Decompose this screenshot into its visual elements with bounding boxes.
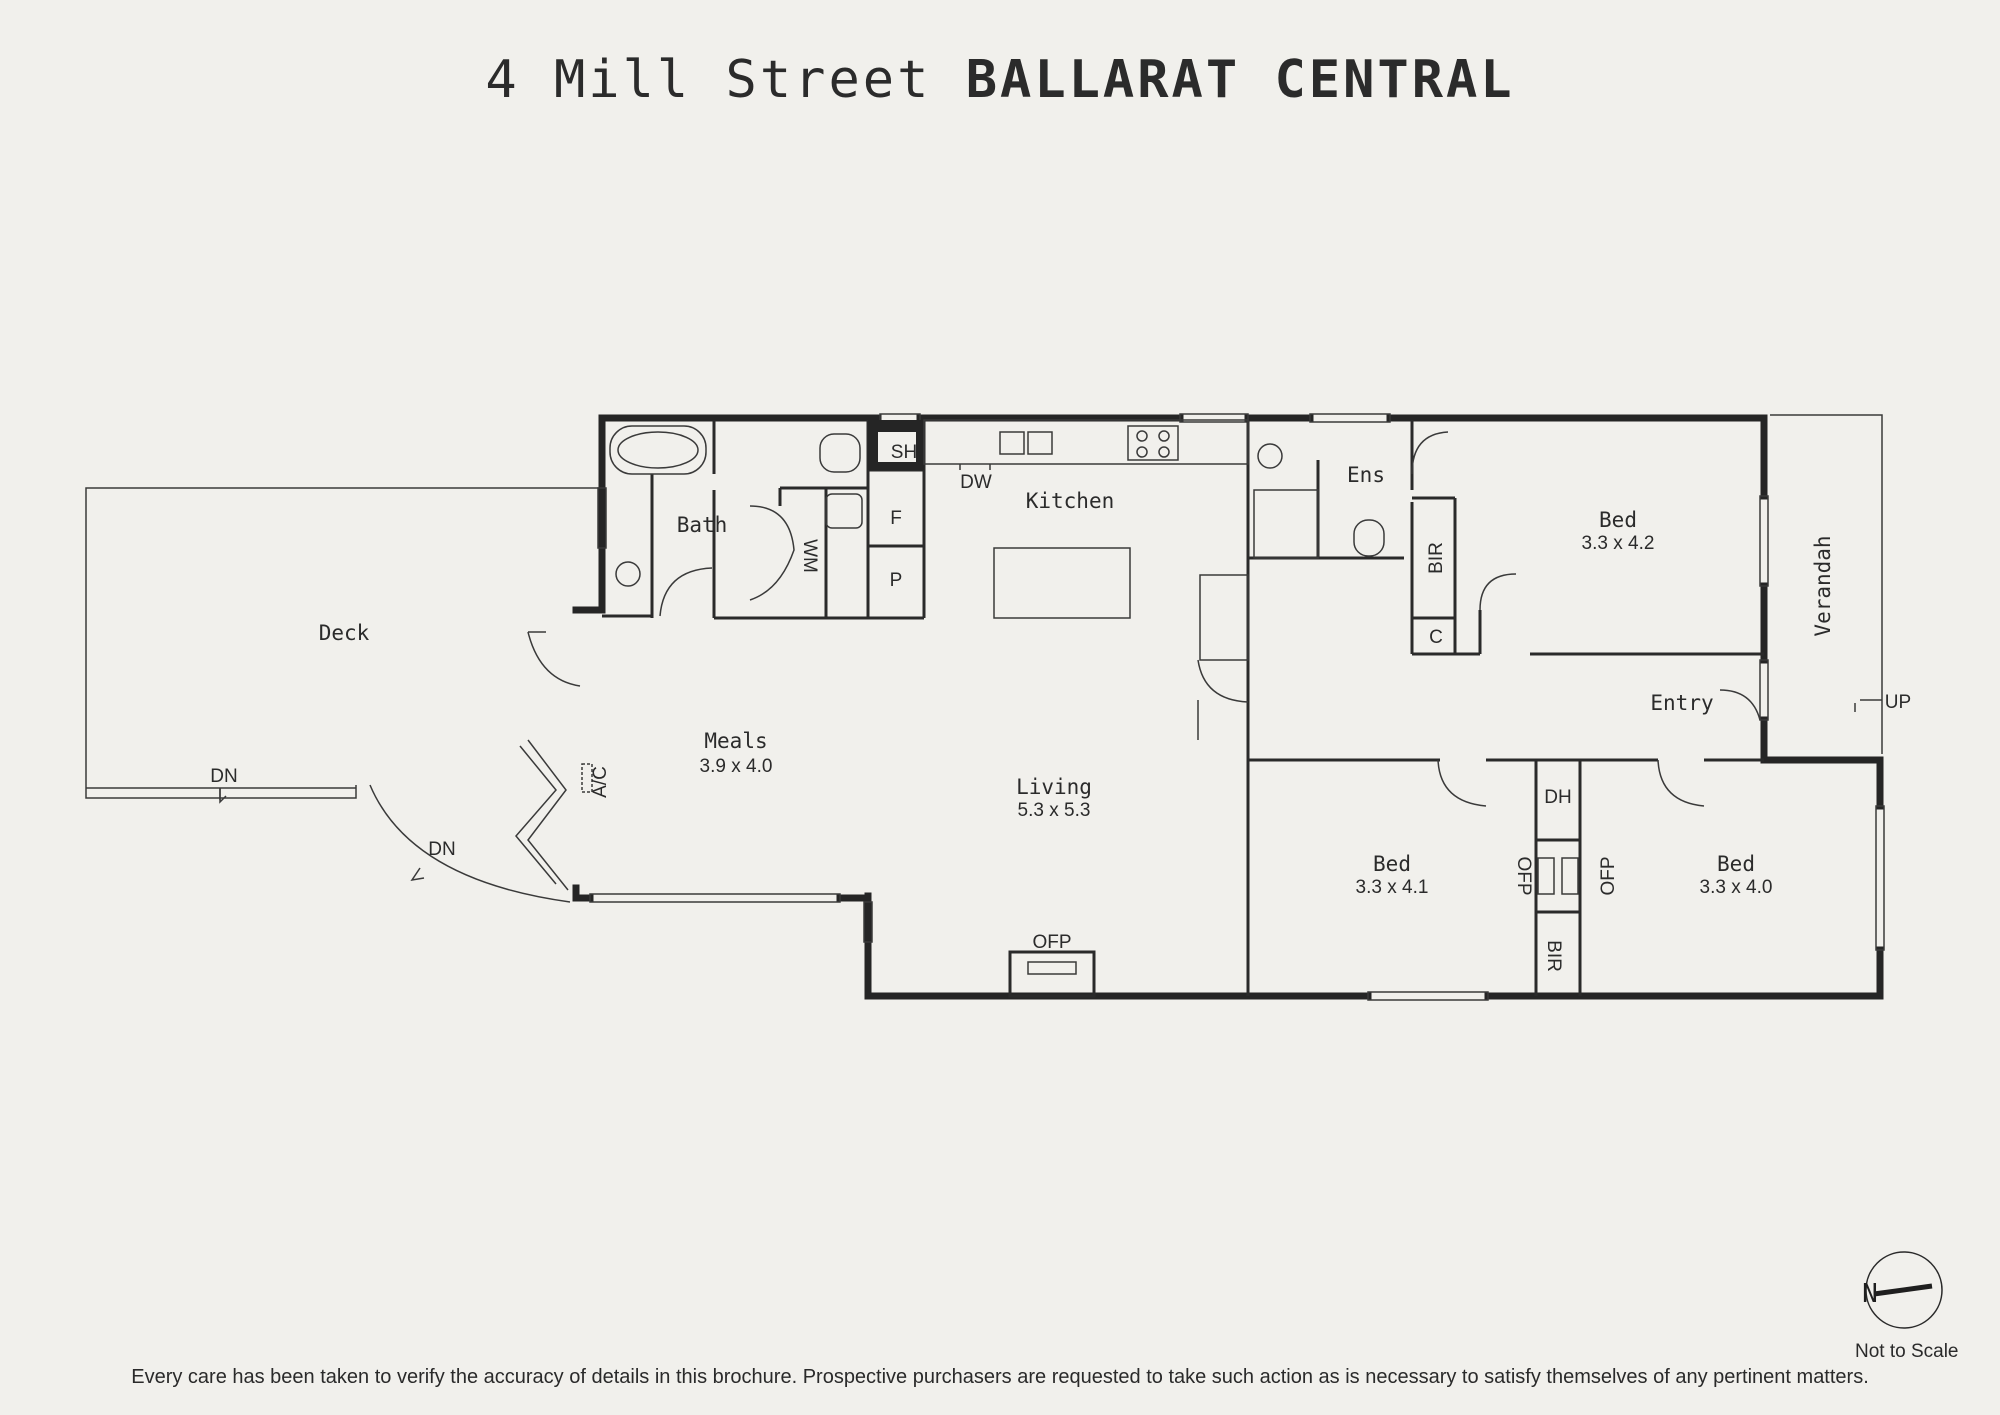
label-bed-3-dim: 3.3 x 4.0 [1700, 877, 1773, 898]
label-living: Living [1016, 775, 1092, 799]
ofp-right-box [1561, 857, 1579, 895]
compass-north-letter: N [1862, 1279, 1878, 1309]
ofp-living-hearth [1027, 961, 1077, 975]
kitchen-fixtures [923, 419, 1249, 661]
title-street: 4 Mill Street [485, 50, 932, 110]
label-meals: Meals [704, 729, 767, 753]
label-ofp-living: OFP [1032, 932, 1071, 953]
compass: N [1862, 1251, 1943, 1329]
label-deck: Deck [319, 621, 370, 645]
ac-unit [581, 763, 593, 793]
label-bed-1: Bed [1599, 508, 1637, 532]
ofp-left-box [1537, 857, 1555, 895]
label-up: UP [1885, 692, 1911, 713]
disclaimer: Every care has been taken to verify the … [131, 1366, 1869, 1388]
label-dn-2: DN [428, 839, 455, 860]
label-ac: A/C [590, 766, 611, 798]
dn-arrow-1 [219, 788, 227, 804]
label-wm: WM [799, 539, 820, 573]
label-dn-1: DN [210, 766, 237, 787]
label-bath: Bath [677, 513, 728, 537]
page-title: 4 Mill Street BALLARAT CENTRAL [0, 50, 2000, 110]
ofp-living-box [1008, 950, 1096, 998]
label-sh: SH [891, 442, 917, 463]
windows [589, 413, 1885, 1001]
outer-walls [572, 414, 1884, 1000]
label-bir-1: BIR [1426, 542, 1447, 574]
label-bed-2-dim: 3.3 x 4.1 [1356, 877, 1429, 898]
label-ofp-right: OFP [1598, 856, 1619, 895]
label-meals-dim: 3.9 x 4.0 [700, 756, 773, 777]
label-p: P [890, 570, 903, 591]
bath-fixtures [609, 425, 1385, 587]
label-ofp-left: OFP [1513, 856, 1534, 895]
label-bir-2: BIR [1543, 940, 1564, 972]
label-dh: DH [1544, 787, 1571, 808]
verandah-outline [1770, 414, 1883, 754]
label-f: F [890, 508, 902, 529]
deck-outline [85, 487, 602, 903]
doors [515, 431, 1761, 891]
not-to-scale: Not to Scale [1855, 1341, 1959, 1362]
label-bed-2: Bed [1373, 852, 1411, 876]
dn-arrow-2 [410, 867, 425, 882]
label-dw: DW [960, 472, 992, 493]
label-bed-3: Bed [1717, 852, 1755, 876]
title-suburb: BALLARAT CENTRAL [965, 50, 1515, 110]
label-living-dim: 5.3 x 5.3 [1018, 800, 1091, 821]
label-verandah: Verandah [1811, 535, 1835, 636]
label-ens: Ens [1347, 463, 1385, 487]
label-bed-1-dim: 3.3 x 4.2 [1582, 533, 1655, 554]
interior-walls [602, 420, 1764, 996]
label-c: C [1429, 627, 1443, 648]
label-entry: Entry [1650, 691, 1713, 715]
label-kitchen: Kitchen [1026, 489, 1115, 513]
